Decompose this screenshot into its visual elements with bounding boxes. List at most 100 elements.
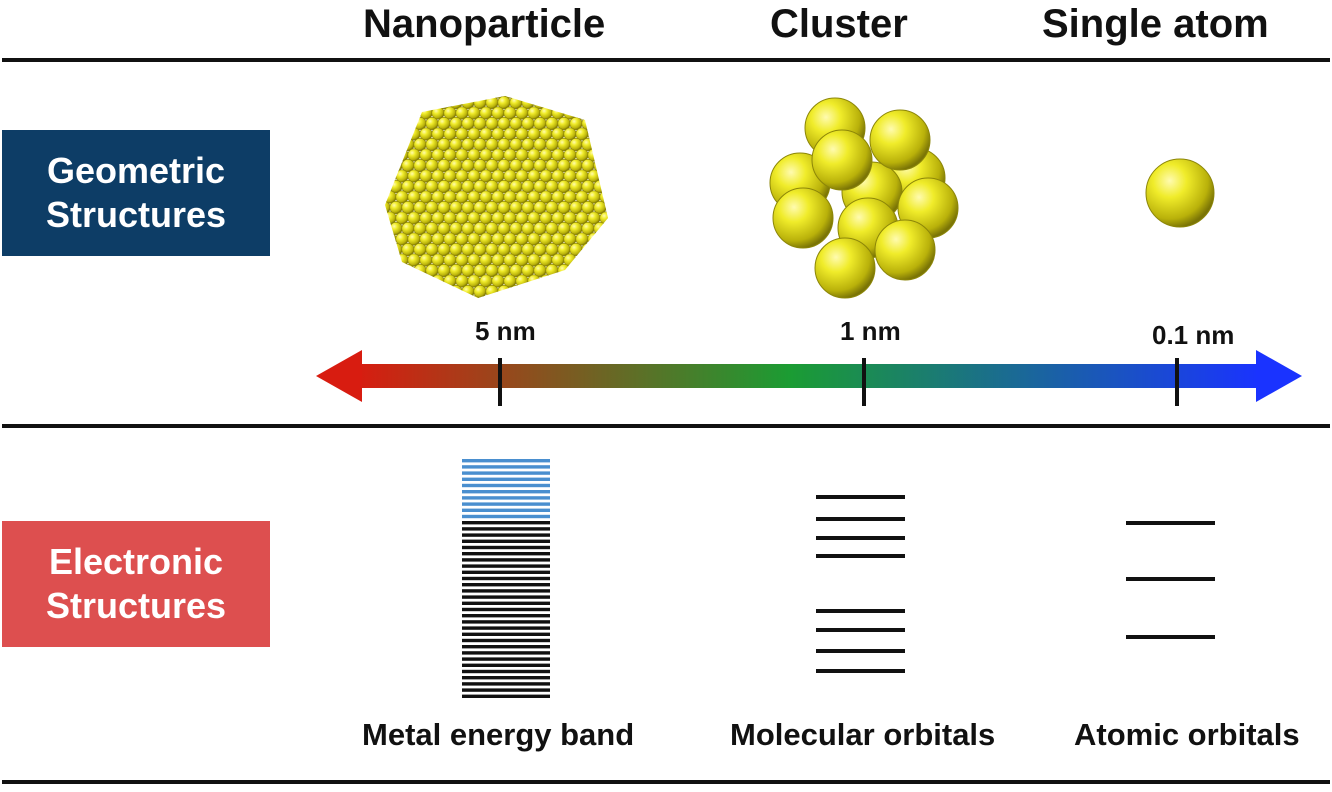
lattice-atom: [557, 284, 571, 298]
lattice-atom: [569, 284, 583, 298]
lattice-atom: [385, 96, 397, 99]
band-level: [462, 465, 550, 469]
lattice-atom: [401, 96, 415, 110]
lattice-atom: [372, 107, 384, 119]
lattice-atom: [599, 232, 608, 246]
lattice-atom: [385, 284, 391, 298]
lattice-atom: [372, 212, 384, 224]
cluster-spheres: [769, 97, 959, 299]
cluster-atom: [811, 129, 873, 191]
lattice-atom: [593, 243, 607, 257]
lattice-atom: [497, 284, 511, 298]
lattice-atom: [491, 295, 505, 298]
lattice-atom: [385, 274, 397, 288]
column-title-nanoparticle: Nanoparticle: [363, 2, 606, 46]
lattice-atom: [599, 96, 608, 99]
lattice-atom: [437, 96, 451, 110]
column-title-cluster: Cluster: [770, 2, 908, 46]
band-level: [462, 589, 550, 593]
lattice-atom: [455, 96, 469, 99]
lattice-atom: [437, 284, 451, 298]
label-molecular-orbitals: Molecular orbitals: [730, 717, 996, 752]
band-level: [462, 682, 550, 686]
lattice-atom: [569, 96, 583, 110]
lattice-atom: [385, 106, 397, 120]
metal-energy-band: [462, 459, 550, 698]
lattice-atom: [385, 138, 391, 152]
lattice-atom: [587, 127, 601, 141]
band-level: [462, 508, 550, 512]
scale-bar: [356, 364, 1260, 388]
top-divider: [2, 58, 1330, 62]
band-level: [462, 545, 550, 550]
lattice-atom: [605, 180, 608, 194]
lattice-atom: [425, 96, 439, 110]
lattice-atom: [385, 148, 397, 162]
band-level: [462, 558, 550, 562]
lattice-atom: [449, 284, 463, 298]
lattice-atom: [551, 295, 565, 298]
lattice-atom: [385, 127, 397, 141]
lattice-atom: [413, 96, 427, 110]
lattice-atom: [587, 253, 601, 267]
lattice-atom: [407, 106, 421, 120]
band-level: [462, 502, 550, 506]
lattice-atom: [539, 96, 553, 99]
cluster-atom: [814, 237, 876, 299]
lattice-atom: [407, 295, 421, 298]
lattice-atom: [563, 295, 577, 298]
molecular-orbital-levels: [816, 495, 905, 673]
band-level: [462, 663, 550, 667]
lattice-atom: [599, 169, 608, 183]
lattice-atom: [372, 128, 384, 140]
lattice-atom: [545, 96, 559, 110]
lattice-atom: [385, 159, 391, 173]
lattice-atom: [389, 117, 403, 131]
lattice-atom: [605, 263, 608, 277]
lattice-atom: [401, 263, 415, 277]
lattice-atom: [515, 274, 529, 288]
band-level: [462, 552, 550, 556]
lattice-atom: [385, 243, 391, 257]
lattice-atom: [385, 180, 391, 194]
atomic-orbital-levels: [1126, 521, 1215, 639]
band-level: [462, 676, 550, 680]
single-atom-sphere: [1145, 158, 1215, 228]
lattice-atom: [372, 254, 384, 266]
lattice-atom: [551, 96, 565, 99]
lattice-atom: [587, 96, 601, 99]
band-level: [462, 539, 550, 543]
lattice-atom: [372, 296, 384, 308]
lattice-atom: [605, 201, 608, 215]
lattice-atom: [389, 284, 403, 298]
lattice-atom: [515, 96, 529, 99]
lattice-atom: [605, 284, 608, 298]
lattice-atom: [467, 96, 481, 99]
column-title-single-atom: Single atom: [1042, 2, 1269, 46]
lattice-atom: [551, 274, 565, 288]
geometric-label-line1: Geometric: [46, 150, 226, 191]
lattice-atom: [372, 275, 384, 287]
lattice-atom: [413, 284, 427, 298]
lattice-atom: [461, 284, 475, 298]
lattice-atom: [563, 274, 577, 288]
lattice-atom: [575, 253, 589, 267]
lattice-atom: [503, 295, 517, 298]
lattice-atom: [479, 295, 493, 298]
lattice-atom: [581, 243, 595, 257]
band-level: [462, 601, 550, 605]
lattice-atom: [593, 138, 607, 152]
lattice-atom: [372, 86, 384, 98]
lattice-atom: [395, 274, 409, 288]
lattice-atom: [419, 295, 433, 298]
band-level: [462, 521, 550, 525]
lattice-atom: [372, 191, 384, 203]
cluster-atom: [772, 187, 834, 249]
lattice-atom: [593, 96, 607, 110]
lattice-atom: [431, 96, 445, 99]
electronic-structures-label: Electronic Structures: [2, 521, 270, 647]
lattice-atom: [599, 295, 608, 298]
lattice-atom: [599, 127, 608, 141]
lattice-atom: [599, 106, 608, 120]
size-scale-arrow: [316, 350, 1302, 406]
